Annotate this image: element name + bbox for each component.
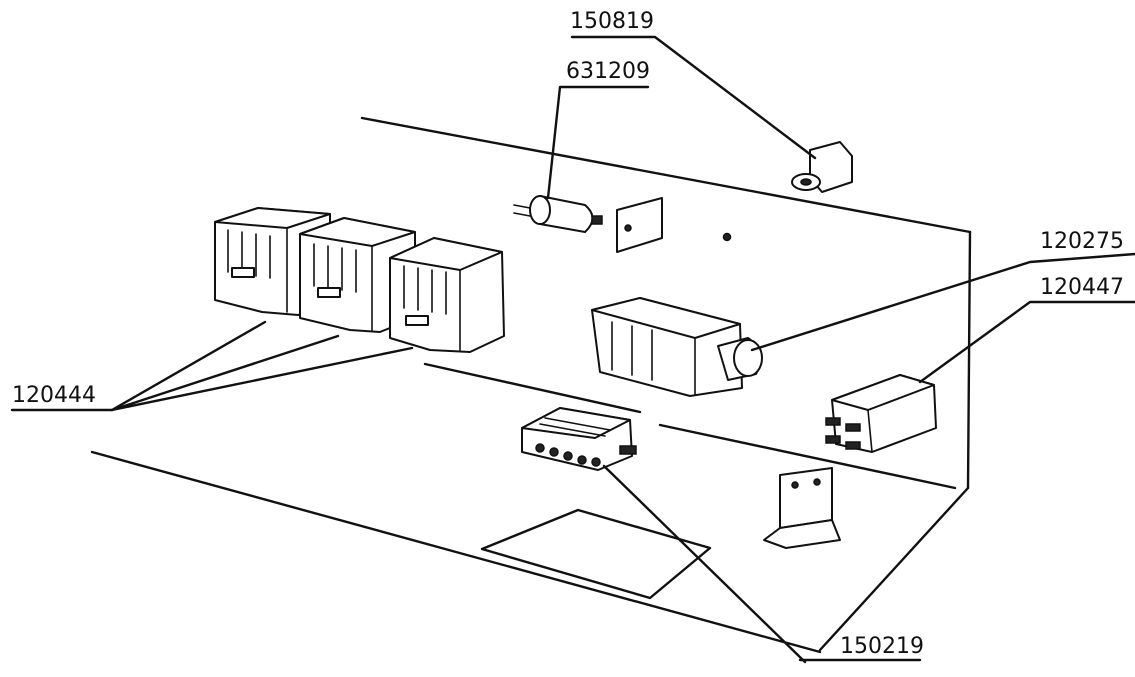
base-label-plate xyxy=(480,508,712,600)
contactor-middle xyxy=(299,217,416,333)
mounting-panel xyxy=(90,116,972,654)
panel-hole xyxy=(722,232,732,242)
push-button-switch xyxy=(591,297,763,397)
contactor-right xyxy=(389,237,505,353)
label-150219: 150219 xyxy=(840,634,924,659)
capacitor xyxy=(513,195,603,233)
leader-lines xyxy=(10,35,1135,664)
terminal-block xyxy=(521,407,637,471)
label-120444: 120444 xyxy=(12,383,96,408)
label-631209: 631209 xyxy=(566,59,650,84)
label-120275: 120275 xyxy=(1040,229,1124,254)
label-150819: 150819 xyxy=(570,9,654,34)
relay xyxy=(825,374,937,453)
mounting-plate-small xyxy=(616,197,663,253)
label-120447: 120447 xyxy=(1040,275,1124,300)
angle-bracket xyxy=(763,467,841,549)
terminal-clamp xyxy=(791,141,853,193)
